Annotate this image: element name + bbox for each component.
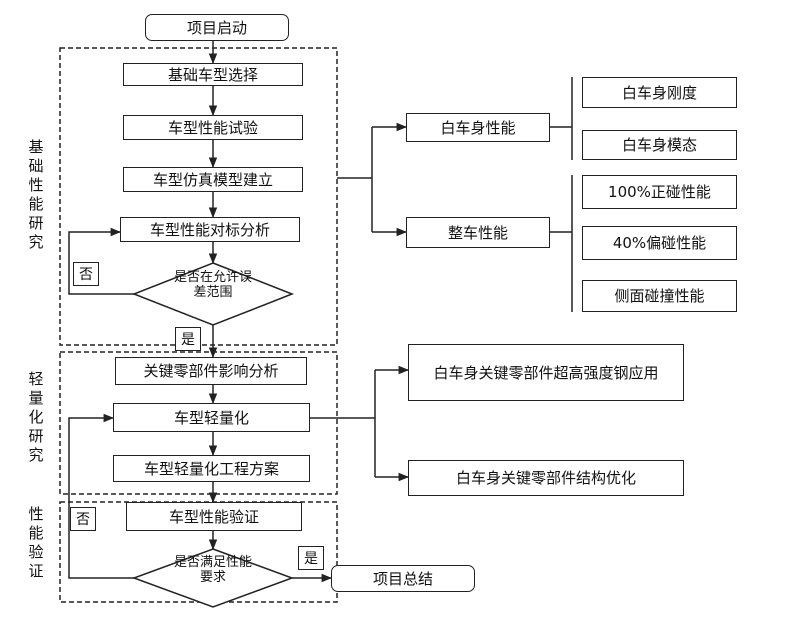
end-node: 项目总结 <box>331 565 475 592</box>
step-lightweight-plan: 车型轻量化工程方案 <box>113 455 310 482</box>
section-frame-lightweight <box>59 351 338 495</box>
uhss-application-box: 白车身关键零部件超高强度钢应用 <box>408 344 684 401</box>
section-label-basic: 基础性能研究 <box>26 138 46 252</box>
step-simulation-model: 车型仿真模型建立 <box>123 167 303 192</box>
no-tag-1: 否 <box>73 262 99 286</box>
biw-performance-box: 白车身性能 <box>406 113 550 142</box>
decision-diamond-2 <box>131 548 295 608</box>
decision-diamond-1 <box>131 262 295 326</box>
section-label-basic-text: 基础性能研究 <box>28 138 44 251</box>
section-label-lightweight-text: 轻量化研究 <box>28 370 44 464</box>
vehicle-performance-box: 整车性能 <box>406 217 550 248</box>
decision-2-text: 是否满足性能要求 <box>173 555 252 585</box>
frontal-100-box: 100%正碰性能 <box>582 175 737 209</box>
side-impact-box: 侧面碰撞性能 <box>582 280 737 312</box>
section-label-verify-text: 性能验证 <box>28 505 44 580</box>
yes-tag-1: 是 <box>175 327 201 351</box>
step-lightweight: 车型轻量化 <box>113 403 310 432</box>
step-key-parts-analysis: 关键零部件影响分析 <box>115 357 307 385</box>
biw-stiffness-box: 白车身刚度 <box>582 77 737 108</box>
step-basic-model-selection: 基础车型选择 <box>123 63 303 86</box>
section-label-lightweight: 轻量化研究 <box>26 370 46 465</box>
structure-optimization-box: 白车身关键零部件结构优化 <box>408 460 684 496</box>
offset-40-box: 40%偏碰性能 <box>582 226 737 260</box>
section-label-verify: 性能验证 <box>26 505 46 581</box>
decision-1-text: 是否在允许误差范围 <box>173 270 252 300</box>
step-model-performance-test: 车型性能试验 <box>123 115 303 140</box>
start-node: 项目启动 <box>145 14 289 41</box>
no-tag-2: 否 <box>70 507 96 531</box>
yes-tag-2: 是 <box>298 546 324 570</box>
step-performance-verify: 车型性能验证 <box>126 502 302 531</box>
step-benchmark-analysis: 车型性能对标分析 <box>120 217 300 242</box>
biw-modal-box: 白车身模态 <box>582 130 737 160</box>
